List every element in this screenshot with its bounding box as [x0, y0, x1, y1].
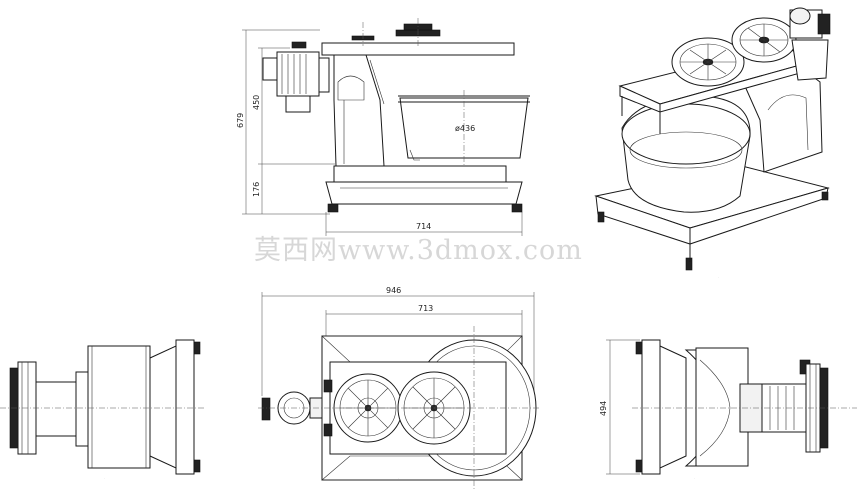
left-side-view: ·	[0, 339, 205, 480]
isometric-view: ·	[594, 7, 831, 279]
svg-text:·: ·	[694, 476, 695, 480]
svg-text:·: ·	[718, 275, 719, 279]
bowl-diameter: ø436	[455, 124, 475, 133]
dim-width: 714	[416, 222, 431, 231]
dim-height-total: 679	[236, 113, 245, 128]
dim-height-lower: 176	[252, 182, 261, 197]
dim-width-inner: 713	[418, 304, 433, 313]
svg-text:·: ·	[104, 476, 105, 480]
front-elevation-view: 679 450 176 714 ø43	[236, 18, 530, 236]
dim-height-upper: 450	[252, 95, 261, 110]
watermark: 莫西网www.3dmox.com	[254, 235, 583, 266]
dim-height-right: 494	[599, 401, 608, 416]
top-plan-view: 946 713	[258, 286, 540, 490]
dim-width-overall: 946	[386, 286, 401, 295]
svg-text:·: ·	[398, 476, 399, 480]
right-side-view: 494 ·	[599, 339, 857, 480]
